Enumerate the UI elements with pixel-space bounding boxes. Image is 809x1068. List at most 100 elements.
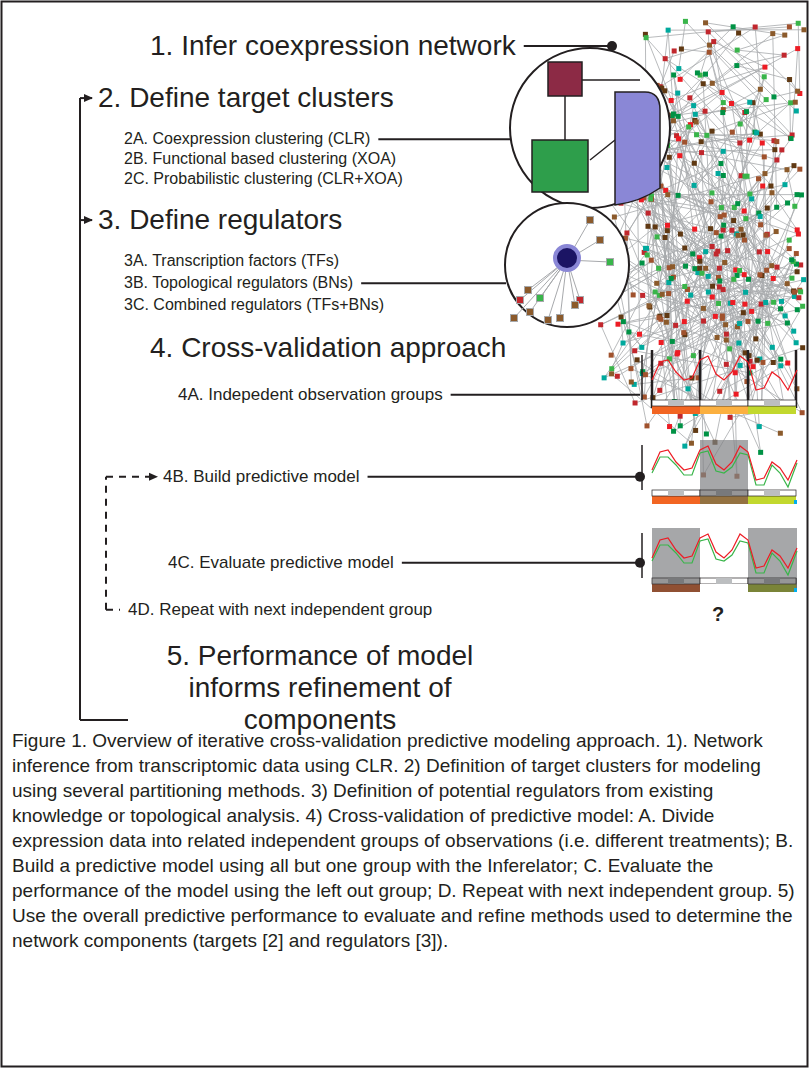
network-node [760,184,765,189]
network-edge [658,49,797,127]
network-node [721,173,726,178]
network-node [626,329,631,334]
group-bar [764,490,780,496]
network-edge [721,208,787,363]
repeat-line [105,477,107,610]
network-node [788,136,793,141]
network-node [710,81,715,86]
network-node [644,35,649,40]
network-node [733,370,738,375]
leader-line [451,394,640,396]
network-node [763,300,768,305]
network-edge [691,263,725,296]
network-node [649,197,654,202]
network-node [667,424,672,429]
group-bar [794,588,797,592]
network-node [631,292,636,297]
network-node [778,363,783,368]
leader-dot [635,472,645,482]
group-bar [700,578,748,584]
network-node [717,389,722,394]
network-edge [681,49,709,52]
network-node [653,289,658,294]
network-node [774,265,779,270]
network-edge [718,174,747,382]
network-node [800,410,805,415]
network-node [683,19,688,24]
network-node [670,339,675,344]
regulator-zoom-circle [505,203,629,327]
network-edge [737,35,785,50]
network-node [747,192,752,197]
group-bar [748,400,796,406]
network-node [706,29,711,34]
network-node [794,251,799,256]
network-node [628,366,633,371]
network-node [800,304,805,309]
regulator-target [557,315,564,322]
network-node [774,205,779,210]
network-node [785,361,790,366]
step-item: 2A. Coexpression clustering (CLR) [124,130,370,148]
network-node [746,277,751,282]
network-node [782,53,787,58]
network-edge [657,85,776,231]
network-node [683,264,688,269]
group-bar [748,406,796,414]
step-item: 3B. Topological regulators (BNs) [124,274,353,292]
network-node [621,319,626,324]
network-node [724,332,729,337]
network-node [598,322,603,327]
network-edge [708,32,709,52]
network-node [796,295,801,300]
network-edge [723,89,760,109]
step-item: 4A. Indepedent observation groups [178,385,443,405]
network-node [741,310,746,315]
network-node [762,65,767,70]
network-node [670,264,675,269]
network-edge [623,195,781,302]
network-node [758,450,763,455]
network-edge [708,195,797,277]
network-edge [668,115,680,426]
leader-line [378,138,511,140]
group-bar [700,400,748,406]
network-node [691,353,696,358]
step-heading: 3. Define regulators [98,204,342,236]
network-node [765,206,770,211]
network-node [736,233,741,238]
chart-divider [747,350,750,408]
chart-axis [641,355,643,400]
network-edge [789,80,791,139]
network-node [677,153,682,158]
network-node [673,323,678,328]
network-edge [680,27,733,80]
network-node [655,234,660,239]
network-node [801,277,806,282]
network-node [681,330,686,335]
network-node [704,431,709,436]
network-node [667,155,672,160]
cv-chart [642,350,797,414]
network-node [756,176,761,181]
network-node [757,272,762,277]
network-node [753,336,758,341]
network-node [666,291,671,296]
network-edge [646,23,798,37]
network-node [795,192,800,197]
network-node [612,214,617,219]
network-node [751,364,756,369]
network-node [731,277,736,282]
network-edge [718,278,739,324]
network-node [688,293,693,298]
chart-shade [748,578,797,592]
network-node [716,171,721,176]
repeat-arrow [106,476,157,478]
network-node [664,320,669,325]
network-node [795,307,800,312]
network-node [678,77,683,82]
network-node [771,300,776,305]
network-node [692,183,697,188]
regulator-target [607,259,614,266]
network-node [643,246,648,251]
